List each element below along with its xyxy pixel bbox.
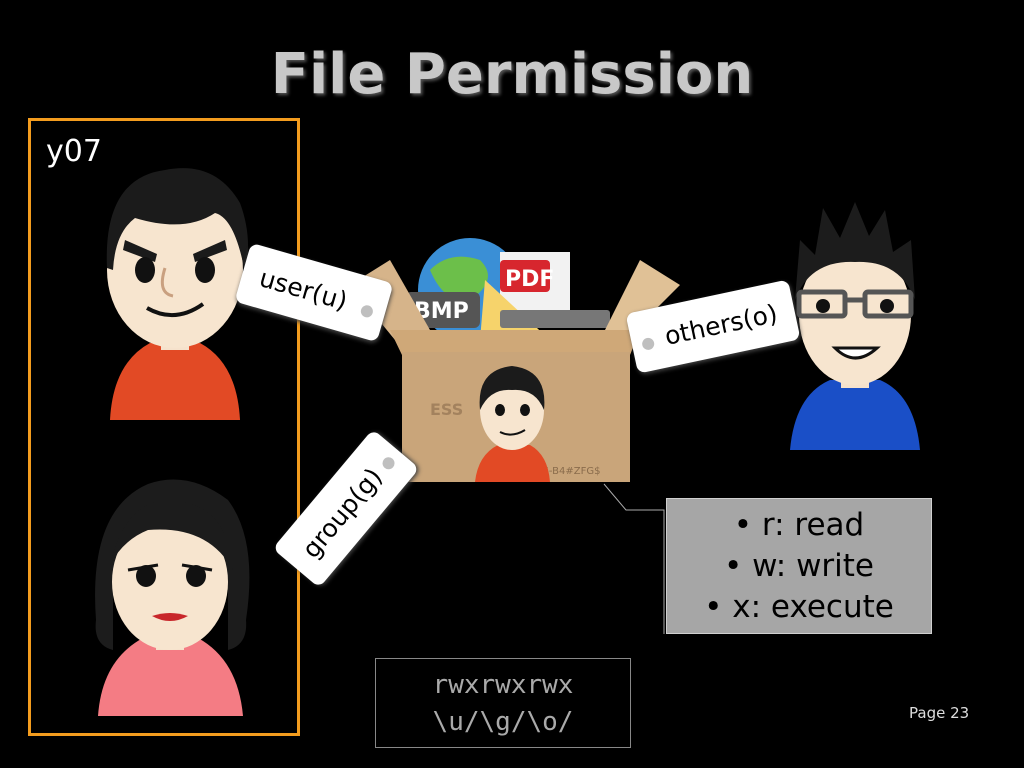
slide-title: File Permission [270, 42, 754, 107]
page-number: Page 23 [909, 704, 970, 722]
legend-item-execute: • x: execute [704, 589, 894, 625]
cardboard-box-icon: PDF BMP ESS HS-B4#ZFG$ [350, 238, 680, 482]
group-tag-label: group(g) [296, 462, 388, 564]
tag-hole [641, 336, 656, 352]
permission-legend: • r: read • w: write • x: execute [666, 498, 932, 634]
spiky-hair-avatar-icon [790, 202, 920, 450]
svg-text:ESS: ESS [430, 400, 463, 419]
svg-text:HS-B4#ZFG$: HS-B4#ZFG$ [535, 466, 600, 477]
permission-string: rwxrwxrwx [432, 670, 574, 700]
others-tag-label: others(o) [662, 298, 781, 351]
tag-hole [380, 454, 397, 472]
pdf-label: PDF [505, 267, 554, 292]
permission-groups: \u/\g/\o/ [432, 707, 574, 737]
male-avatar-icon [106, 168, 249, 420]
legend-item-write: • w: write [723, 548, 875, 584]
female-avatar-icon [95, 479, 250, 716]
tag-hole [359, 303, 375, 319]
group-frame [28, 118, 300, 736]
legend-item-read: • r: read [733, 507, 865, 543]
legend-connector [603, 483, 665, 634]
permission-string-box: rwxrwxrwx \u/\g/\o/ [375, 658, 631, 748]
user-tag-label: user(u) [256, 263, 351, 316]
group-name: y07 [46, 134, 102, 169]
